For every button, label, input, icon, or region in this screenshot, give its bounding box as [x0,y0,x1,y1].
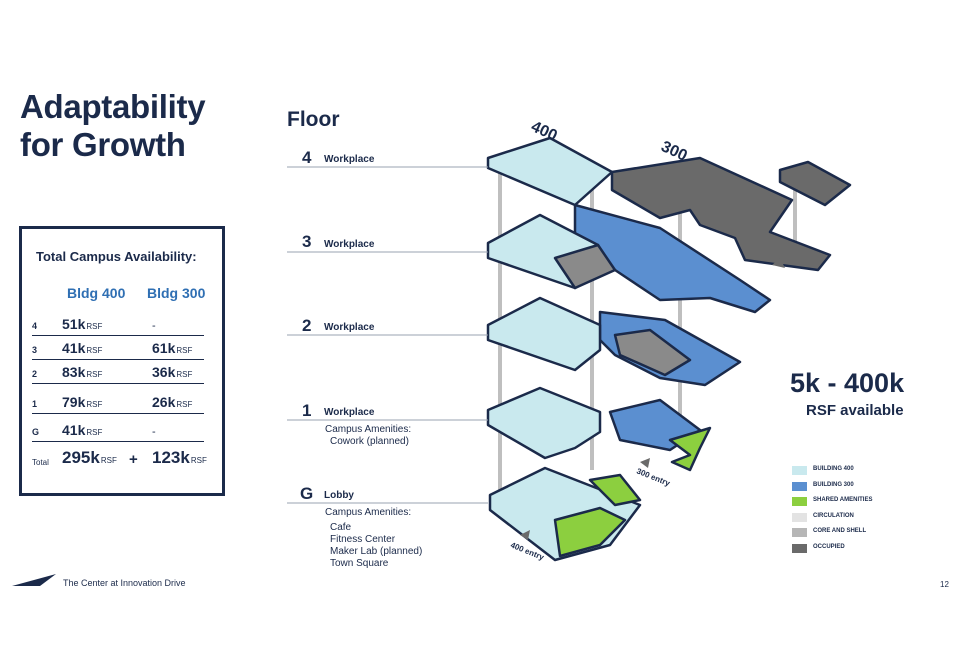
floor-2-number: 2 [302,316,312,335]
table-row: 1 79kRSF 26kRSF [32,391,204,414]
floor-2-plate [486,296,742,387]
campus-availability-table: Total Campus Availability: Bldg 400 Bldg… [19,226,225,496]
floor-1-label: Workplace [324,407,375,418]
floor-1-bldg-400 [486,386,602,460]
floor-label: 2 [32,369,38,379]
floor-1-amenities: Campus Amenities: Cowork (planned) [325,424,411,448]
floor-3-core [553,243,617,290]
floor-g-number: G [300,484,314,503]
floor-1-cowork [668,426,712,472]
floor-label: 3 [32,345,38,355]
page-number: 12 [940,580,949,589]
entry-300-label: 300 entry [635,467,671,489]
amenity-item: Town Square [330,558,389,569]
column-bldg-300: Bldg 300 [147,285,206,301]
company-logo-icon [12,574,56,586]
floor-4-plate [486,136,852,272]
availability-range-sub: RSF available [806,402,904,419]
floor-2-bldg-400 [486,296,602,372]
bldg-300-value: 36kRSF [152,364,193,380]
bldg-400-value: 41kRSF [62,422,103,438]
floor-4-arrow-icon [772,258,785,268]
table-row: 2 83kRSF 36kRSF [32,361,204,384]
amenities-title: Campus Amenities: [325,507,412,518]
legend-label: OCCUPIED [813,543,845,550]
floor-4-number: 4 [302,148,312,167]
bldg-400-value: 83kRSF [62,364,103,380]
floor-2-label: Workplace [324,322,375,333]
entry-300-arrow-icon [640,458,650,468]
floor-g-label: Lobby [324,490,354,501]
floor-label: 4 [32,321,38,331]
availability-range: 5k - 400k [790,368,905,398]
title-line-2: for Growth [20,125,186,163]
floor-heading: Floor [287,108,340,131]
table-row: G 41kRSF - [32,419,204,442]
bldg-300-value: 61kRSF [152,340,193,356]
bldg-400-value: 51kRSF [62,316,103,332]
legend-swatch [792,497,807,506]
floor-3-label: Workplace [324,239,375,250]
legend-swatch [792,528,807,537]
floor-g-town-square [588,473,642,507]
column-bldg-400: Bldg 400 [67,285,126,301]
floor-label: 1 [32,399,38,409]
floor-1-plate [486,386,712,472]
bldg-400-value: 41kRSF [62,340,103,356]
table-row: 4 51kRSF - [32,313,204,336]
legend-swatch [792,512,807,522]
floor-4-bldg-300 [610,156,832,272]
floor-3-number: 3 [302,232,312,251]
bldg-300-value: - [152,426,156,438]
amenity-item: Maker Lab (planned) [330,546,423,557]
legend-label: BUILDING 300 [813,481,854,488]
floor-label-lines [287,166,488,504]
floor-g-amenities [553,506,627,558]
legend-label: BUILDING 400 [813,466,854,472]
amenity-item: Fitness Center [330,534,396,545]
floor-label: G [32,427,40,437]
amenities-title: Campus Amenities: [325,424,412,435]
legend-label: SHARED AMENITIES [813,497,873,503]
availability-heading: Total Campus Availability: [36,249,197,264]
total-bldg-400: 295kRSF [62,448,117,467]
company-name: The Center at Innovation Drive [63,578,186,588]
total-label: Total [32,458,49,467]
floor-3-plate [486,203,772,314]
floor-g-amenities: Campus Amenities: Cafe Fitness Center Ma… [325,507,422,570]
legend-swatch [792,466,807,475]
table-row: 3 41kRSF 61kRSF [32,337,204,360]
title-line-1: Adaptability [20,88,206,125]
legend-swatch [792,543,807,553]
bldg-400-value: 79kRSF [62,394,103,410]
page-title: Adaptability for Growth [20,88,206,164]
table-row-total: Total 295kRSF + 123kRSF [32,448,207,471]
floor-2-occupied [613,328,692,377]
plus-sign: + [129,451,138,468]
total-bldg-300: 123kRSF [152,448,207,467]
bldg-300-value: 26kRSF [152,394,193,410]
legend-label: CORE AND SHELL [813,528,867,534]
floor-4-label: Workplace [324,154,375,165]
legend-label: CIRCULATION [813,512,854,519]
amenity-item: Cafe [330,522,352,533]
floor-4-bldg-400 [486,136,614,207]
floor-4-bldg-300-annex [778,160,852,207]
entry-400-arrow-icon [520,530,530,540]
legend-swatch [792,481,807,491]
amenity-item: Cowork (planned) [330,436,409,447]
bldg-300-value: - [152,320,156,332]
floor-1-number: 1 [302,401,312,420]
